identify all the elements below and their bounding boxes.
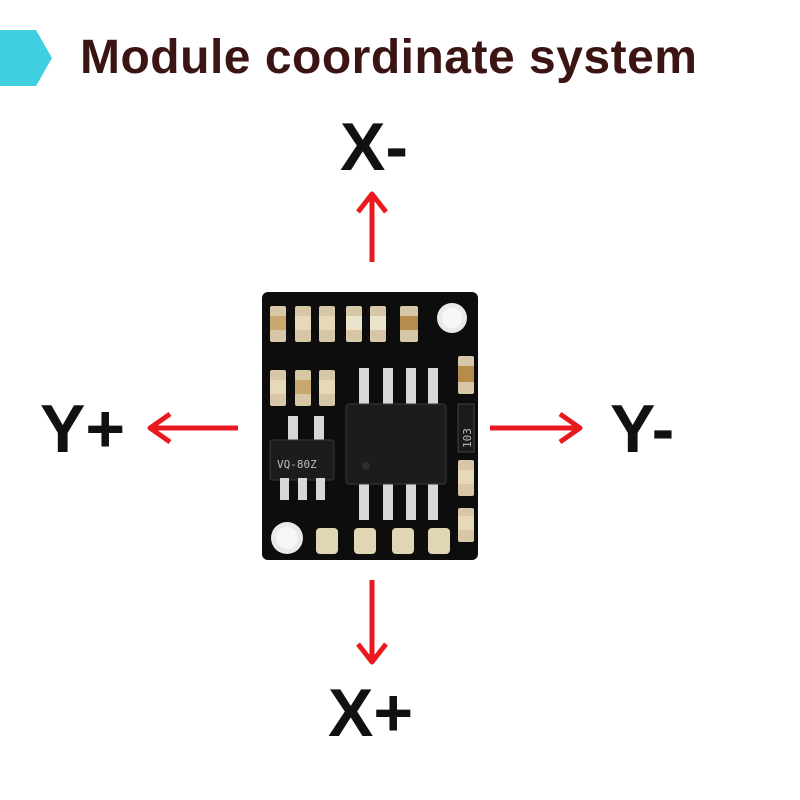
axis-label-x-minus: X- (340, 109, 408, 185)
axis-label-y-plus: Y+ (40, 391, 126, 467)
smd-resistor-column-right: 103 (457, 356, 475, 542)
bottom-pads (316, 528, 450, 554)
title-marker-icon (0, 30, 52, 86)
arrow-x-minus (356, 191, 388, 262)
soic-chip (345, 368, 447, 520)
chip-label: VQ-80Z (277, 458, 317, 471)
circuit-board: 103 VQ-80Z (262, 292, 478, 560)
axis-label-x-plus: X+ (328, 675, 414, 751)
smd-resistor-row-top (270, 306, 418, 342)
arrow-y-plus (147, 411, 238, 445)
smd-resistor-row-mid (270, 370, 335, 406)
arrow-y-minus (490, 411, 583, 445)
axis-label-y-minus: Y- (610, 391, 675, 467)
arrow-x-plus (356, 580, 388, 665)
sot-regulator: VQ-80Z (269, 416, 335, 500)
side-component-label: 103 (461, 428, 474, 448)
page-title: Module coordinate system (80, 31, 698, 84)
